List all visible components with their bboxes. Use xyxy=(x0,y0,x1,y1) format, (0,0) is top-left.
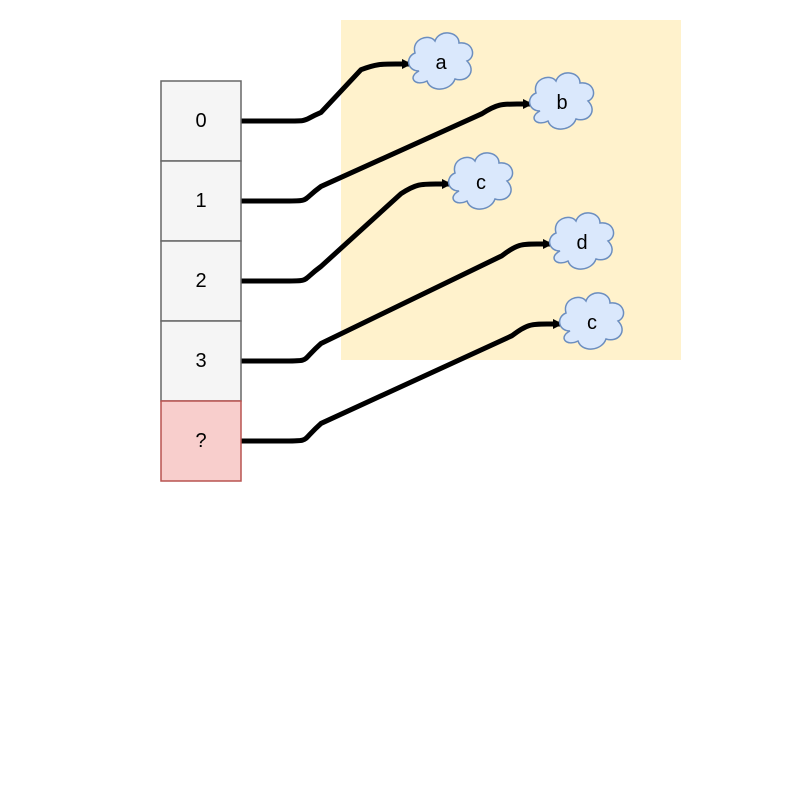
array-cell-label: 0 xyxy=(195,110,206,132)
cloud-label: d xyxy=(576,232,587,254)
arrow-1 xyxy=(241,99,533,204)
array-cell-4: ? xyxy=(160,400,242,482)
cloud-label: c xyxy=(587,312,597,334)
cloud-1: b xyxy=(528,72,595,130)
array-cell-label: 2 xyxy=(195,270,206,292)
arrow-4 xyxy=(241,319,563,444)
cloud-2: c xyxy=(447,152,514,210)
array-cell-box xyxy=(160,80,242,162)
array-cell-label: 3 xyxy=(195,350,206,372)
cloud-label: c xyxy=(476,172,486,194)
arrow-2 xyxy=(241,179,452,284)
array-cell-0: 0 xyxy=(160,80,242,162)
cloud-4: c xyxy=(558,292,625,350)
cloud-0: a xyxy=(407,32,474,90)
arrow-0 xyxy=(241,59,412,124)
arrows xyxy=(241,59,563,444)
array-column: 0 1 2 3? xyxy=(160,80,242,482)
object-clouds: a b c d c xyxy=(407,32,625,350)
array-cell-box xyxy=(160,320,242,402)
array-cell-box xyxy=(160,400,242,482)
array-cell-box xyxy=(160,240,242,322)
array-cell-3: 3 xyxy=(160,320,242,402)
arrow-3 xyxy=(241,239,553,364)
cloud-3: d xyxy=(548,212,615,270)
array-cell-2: 2 xyxy=(160,240,242,322)
array-cell-1: 1 xyxy=(160,160,242,242)
array-cell-label: 1 xyxy=(195,190,206,212)
array-cell-label: ? xyxy=(195,430,206,452)
cloud-label: a xyxy=(435,52,447,74)
cloud-label: b xyxy=(556,92,567,114)
